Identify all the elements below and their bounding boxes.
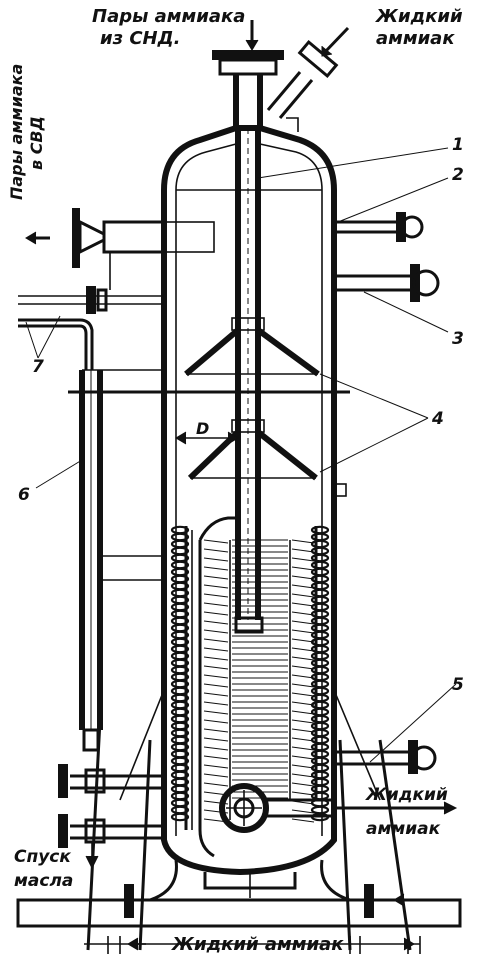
- label-liquid-right: Жидкий аммиак: [365, 785, 448, 839]
- right-lower-nozzle: [334, 740, 437, 774]
- callout-7: 7: [32, 357, 44, 377]
- callout-5: 5: [452, 675, 464, 695]
- level-gauge: [79, 369, 164, 752]
- sampling-lines: [18, 286, 164, 370]
- label-vapors-lp: Пары аммиака из СНД.: [92, 6, 245, 49]
- shell-fitting: [333, 483, 347, 497]
- callout-2: 2: [452, 165, 464, 185]
- ground-slab: [16, 884, 462, 954]
- callout-3: 3: [452, 329, 464, 349]
- svg-text:Жидкий: Жидкий: [365, 785, 448, 805]
- vessel-shell: [161, 125, 337, 898]
- lower-struts: [119, 689, 381, 801]
- callout-4: 4: [431, 409, 444, 429]
- svg-text:Спуск: Спуск: [14, 847, 71, 867]
- label-vapors-hp: Пары аммиака в СВД: [7, 64, 46, 200]
- right-nozzles-upper: [334, 212, 440, 302]
- coil-frame: [184, 516, 318, 858]
- label-dimension-d: D: [196, 419, 209, 438]
- liquid-inlet-top-nozzle: [266, 26, 350, 132]
- callout-1: 1: [452, 135, 464, 155]
- label-liquid-bottom: Жидкий аммиак: [170, 934, 344, 955]
- vapor-outlet-nozzle: [25, 208, 215, 290]
- svg-text:Пары аммиака: Пары аммиака: [92, 6, 245, 27]
- svg-text:в СВД: в СВД: [27, 116, 46, 170]
- conical-baffles: [184, 317, 320, 481]
- svg-text:Жидкий: Жидкий: [374, 6, 463, 27]
- svg-text:аммиак: аммиак: [376, 28, 455, 49]
- liquid-outlet-right: [219, 783, 458, 833]
- callout-6: 6: [18, 485, 30, 505]
- leader-lines: [25, 147, 457, 763]
- coil-heat-exchanger: [170, 525, 330, 823]
- central-pipe: [234, 128, 264, 634]
- svg-text:из СНД.: из СНД.: [100, 28, 180, 49]
- label-liquid-top: Жидкий аммиак: [374, 6, 463, 49]
- svg-text:масла: масла: [14, 871, 73, 891]
- dimension-d: [175, 431, 239, 445]
- label-oil-drain: Спуск масла: [14, 847, 73, 891]
- top-inlet-nozzle: [212, 20, 284, 128]
- svg-text:Пары аммиака: Пары аммиака: [7, 64, 26, 200]
- svg-text:аммиак: аммиак: [366, 819, 441, 839]
